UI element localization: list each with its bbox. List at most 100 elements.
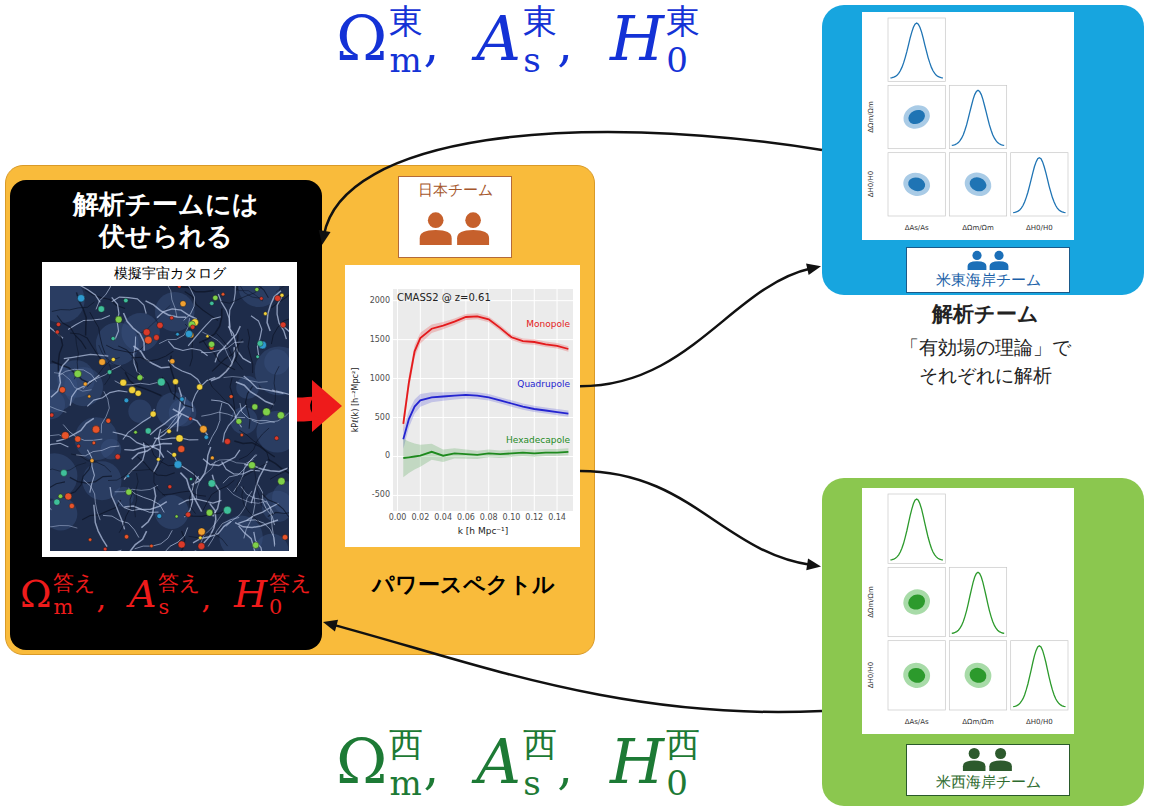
flow-arrow <box>580 263 821 386</box>
contour-outer <box>961 659 995 692</box>
filament <box>50 499 51 511</box>
image-title: 模擬宇宙カタログ <box>42 265 297 283</box>
filament <box>54 330 62 372</box>
galaxy-dot <box>208 480 216 488</box>
galaxy-dot <box>198 528 205 535</box>
filament <box>180 473 201 512</box>
team-icon <box>961 747 1014 771</box>
void-patch <box>155 495 189 529</box>
tick-label: 0.14 <box>548 513 566 523</box>
filament <box>135 473 139 517</box>
posterior-curve <box>952 572 1004 633</box>
galaxy-dot <box>221 293 224 296</box>
filament <box>168 341 207 356</box>
filament <box>101 391 109 433</box>
galaxy-dot <box>55 330 59 334</box>
math-script-stack: 東m <box>389 4 423 77</box>
filament <box>120 531 147 551</box>
person-head <box>465 212 481 228</box>
math-subscript: s <box>523 766 541 800</box>
filament <box>234 441 274 457</box>
galaxy-dot <box>252 404 258 410</box>
filament <box>106 357 142 383</box>
galaxy-dot <box>77 444 81 448</box>
error-band <box>403 313 568 432</box>
galaxy-dot <box>208 341 214 347</box>
galaxy-dot <box>143 329 150 336</box>
flow-arrow <box>319 132 822 245</box>
galaxy-dot <box>197 384 203 390</box>
galaxy-dot <box>150 411 156 417</box>
panel-frame <box>1011 641 1068 710</box>
filament <box>201 342 244 353</box>
contour-outer <box>961 169 994 200</box>
filament <box>258 485 274 526</box>
galaxy-dot <box>206 509 213 516</box>
galaxy-dot <box>224 438 230 444</box>
filament <box>223 405 246 442</box>
box-heading: 解析チームには 伏せられる <box>61 188 271 252</box>
math-symbol: H <box>610 8 664 70</box>
axis-label: ΔH0/H0 <box>1026 224 1053 232</box>
galaxy-dot <box>277 412 284 419</box>
galaxy-dot <box>137 375 143 381</box>
chart-plot <box>345 265 580 547</box>
galaxy-dot <box>206 335 209 338</box>
galaxy-dot <box>275 295 281 301</box>
section-heading: 解析チーム <box>880 300 1090 328</box>
galaxy-dot <box>256 355 260 359</box>
void-patch <box>121 313 159 351</box>
galaxy-dot <box>145 428 151 434</box>
galaxy-dot <box>58 494 63 499</box>
math-subscript: m <box>53 597 73 618</box>
filament <box>251 316 262 356</box>
axis-label: ΔΩm/Ωm <box>867 101 875 132</box>
filament <box>144 442 178 466</box>
math-formula: Ω答えm,A答えs,H答え0 <box>10 573 322 613</box>
filament <box>162 377 192 408</box>
filament <box>169 531 185 551</box>
void-patch <box>262 491 289 522</box>
filament <box>244 376 284 394</box>
galaxy-dot <box>98 306 105 313</box>
filament <box>248 329 253 373</box>
galaxy-dot <box>210 456 214 460</box>
math-script-stack: 東s <box>523 4 557 77</box>
filament <box>50 520 77 528</box>
galaxy-dot <box>198 543 205 550</box>
math-formula: Ω西m,A西s,H西0 <box>336 727 700 793</box>
galaxy-dot <box>111 336 115 340</box>
galaxy-dot <box>210 301 214 305</box>
filament <box>70 333 102 361</box>
math-formula: Ω東m,A東s,H東0 <box>336 4 700 70</box>
math-comma: , <box>96 583 106 613</box>
axis-label: ΔAs/As <box>905 224 929 232</box>
filament <box>271 318 289 344</box>
filament <box>159 318 189 344</box>
math-superscript: 答え <box>158 573 201 594</box>
filament <box>168 360 202 387</box>
galaxy-dot <box>170 359 175 364</box>
flow-arrow <box>323 620 822 712</box>
galaxy-dot <box>190 325 195 330</box>
math-subscript: s <box>158 597 169 618</box>
flow-arrow <box>580 471 821 570</box>
filament <box>52 302 95 312</box>
filament <box>141 487 155 527</box>
filament <box>171 286 214 292</box>
panel-frame <box>888 567 945 636</box>
corner-plot-drawing <box>862 12 1074 240</box>
panel-frame <box>949 85 1006 148</box>
galaxy-dot <box>174 461 182 469</box>
filament <box>267 291 281 331</box>
filament <box>193 521 231 543</box>
filament <box>203 340 235 370</box>
filament <box>70 476 112 483</box>
galaxy-dot <box>75 436 81 442</box>
galaxy-dot <box>135 390 141 396</box>
analysis-panel: ΔΩm/ΩmΔH0/H0ΔAs/AsΔΩm/ΩmΔH0/H0米西海岸チーム <box>822 478 1144 806</box>
posterior-curve <box>1013 158 1065 213</box>
filament <box>51 359 69 397</box>
math-script-stack: 西0 <box>666 727 700 800</box>
filament <box>271 366 279 409</box>
